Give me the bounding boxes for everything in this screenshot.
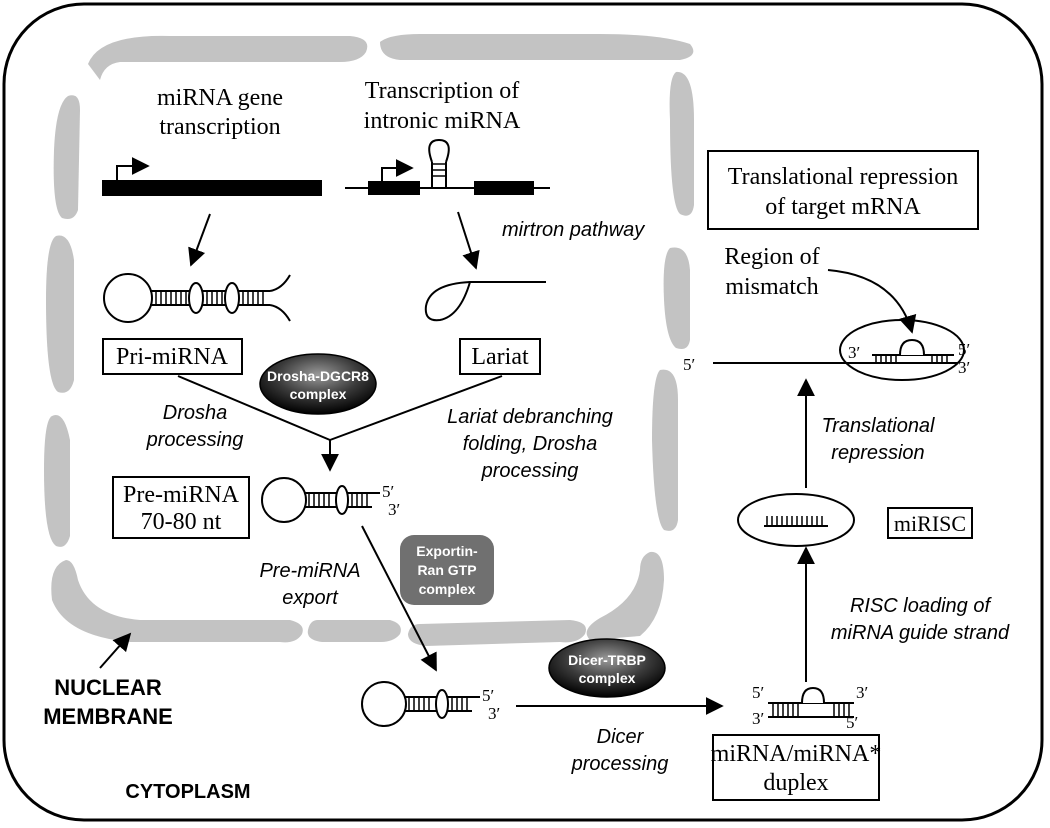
exportin-ran-gtp-complex — [400, 535, 494, 605]
lariat-box — [459, 338, 541, 375]
pre-mirna-box — [112, 476, 250, 539]
bound-3prime: 3′ — [848, 343, 860, 362]
dicer-processing-line2: processing — [571, 753, 669, 775]
dicer-trbp-complex — [548, 638, 666, 698]
mirisc-box — [887, 507, 973, 539]
repression-box-line2: of target mRNA — [765, 194, 921, 220]
arrow-nuclear-membrane — [99, 632, 132, 669]
drosha-complex-line1: Drosha-DGCR8 — [267, 368, 369, 384]
risc-loading-line1: RISC loading of — [850, 595, 993, 617]
drosha-complex-line2: complex — [290, 386, 347, 402]
exportin-line1: Exportin- — [416, 543, 478, 559]
dicer-complex-line2: complex — [579, 670, 636, 686]
pre-mirna-label-line2: 70-80 nt — [141, 509, 222, 535]
duplex-label-line2: duplex — [763, 770, 828, 796]
arrow-export — [361, 525, 437, 672]
drosha-processing-line1: Drosha — [163, 402, 227, 424]
export-label-line2: export — [282, 587, 339, 609]
mirisc-label: miRISC — [894, 511, 966, 536]
arrow-gene-to-pri — [188, 213, 211, 267]
nuclear-label-line2: MEMBRANE — [43, 704, 173, 729]
intronic-label-line2: intronic miRNA — [364, 108, 521, 134]
lariat-debranching-line3: processing — [481, 460, 579, 482]
dicer-processing-line1: Dicer — [597, 726, 645, 748]
lariat-structure — [424, 281, 546, 322]
pre-mirna-hairpin-cytoplasm — [361, 681, 480, 727]
pre-mirna-5prime: 5′ — [382, 482, 394, 501]
gene-transcription-label-line2: transcription — [159, 114, 280, 140]
nuclear-membrane — [44, 34, 694, 646]
repression-box-line1: Translational repression — [728, 164, 958, 190]
lariat-label: Lariat — [471, 344, 529, 370]
target-3prime-right: 3′ — [958, 358, 970, 377]
pri-mirna-structure — [103, 273, 291, 323]
lariat-debranching-line2: folding, Drosha — [463, 433, 598, 455]
promoter-arrow-1 — [116, 157, 150, 180]
mirisc-ellipse — [737, 493, 855, 547]
cyto-pre-3prime: 3′ — [488, 704, 500, 723]
translational-line2: repression — [831, 442, 924, 464]
pri-mirna-box — [102, 338, 243, 375]
pri-mirna-label: Pri-miRNA — [116, 344, 229, 370]
risc-loading-line2: miRNA guide strand — [831, 622, 1010, 644]
arrow-intron-to-lariat — [457, 211, 480, 270]
target-5prime-right: 5′ — [958, 340, 970, 359]
exportin-line3: complex — [419, 581, 476, 597]
lariat-debranching-line1: Lariat debranching — [447, 406, 613, 428]
target-5prime: 5′ — [683, 355, 695, 374]
mirna-gene-bar — [102, 180, 322, 196]
pre-mirna-label-line1: Pre-miRNA — [123, 482, 240, 508]
duplex-3prime-right: 3′ — [856, 683, 868, 702]
gene-transcription-label-line1: miRNA gene — [157, 85, 283, 111]
duplex-5prime-right: 5′ — [846, 713, 858, 732]
intronic-gene — [345, 138, 550, 195]
exportin-line2: Ran GTP — [417, 562, 476, 578]
pre-mirna-hairpin-nuclear — [261, 477, 380, 523]
intronic-label-line1: Transcription of — [365, 78, 519, 104]
line-lariat-to-merge — [329, 375, 503, 441]
duplex-label-line1: miRNA/miRNA* — [711, 741, 882, 767]
translational-line1: Translational — [821, 415, 935, 437]
duplex-5prime-left: 5′ — [752, 683, 764, 702]
translational-repression-box — [707, 150, 979, 230]
duplex-box — [712, 734, 880, 801]
dicer-complex-line1: Dicer-TRBP — [568, 652, 646, 668]
nuclear-label-line1: NUCLEAR — [54, 675, 162, 700]
line-pri-to-merge — [177, 375, 331, 441]
mismatch-label-line2: mismatch — [725, 274, 818, 300]
cytoplasm-label: CYTOPLASM — [125, 781, 250, 803]
drosha-processing-line2: processing — [146, 429, 244, 451]
mirna-duplex-structure — [768, 686, 854, 718]
drosha-dgcr8-complex — [259, 353, 377, 415]
pre-mirna-3prime: 3′ — [388, 500, 400, 519]
mirtron-pathway-label: mirtron pathway — [502, 219, 645, 241]
guide-strand — [764, 516, 828, 527]
arrow-mismatch — [827, 269, 917, 334]
mismatch-label-line1: Region of — [724, 244, 819, 270]
export-label-line1: Pre-miRNA — [259, 560, 360, 582]
cyto-pre-5prime: 5′ — [482, 686, 494, 705]
bound-mirna — [872, 338, 954, 363]
duplex-3prime-left: 3′ — [752, 709, 764, 728]
